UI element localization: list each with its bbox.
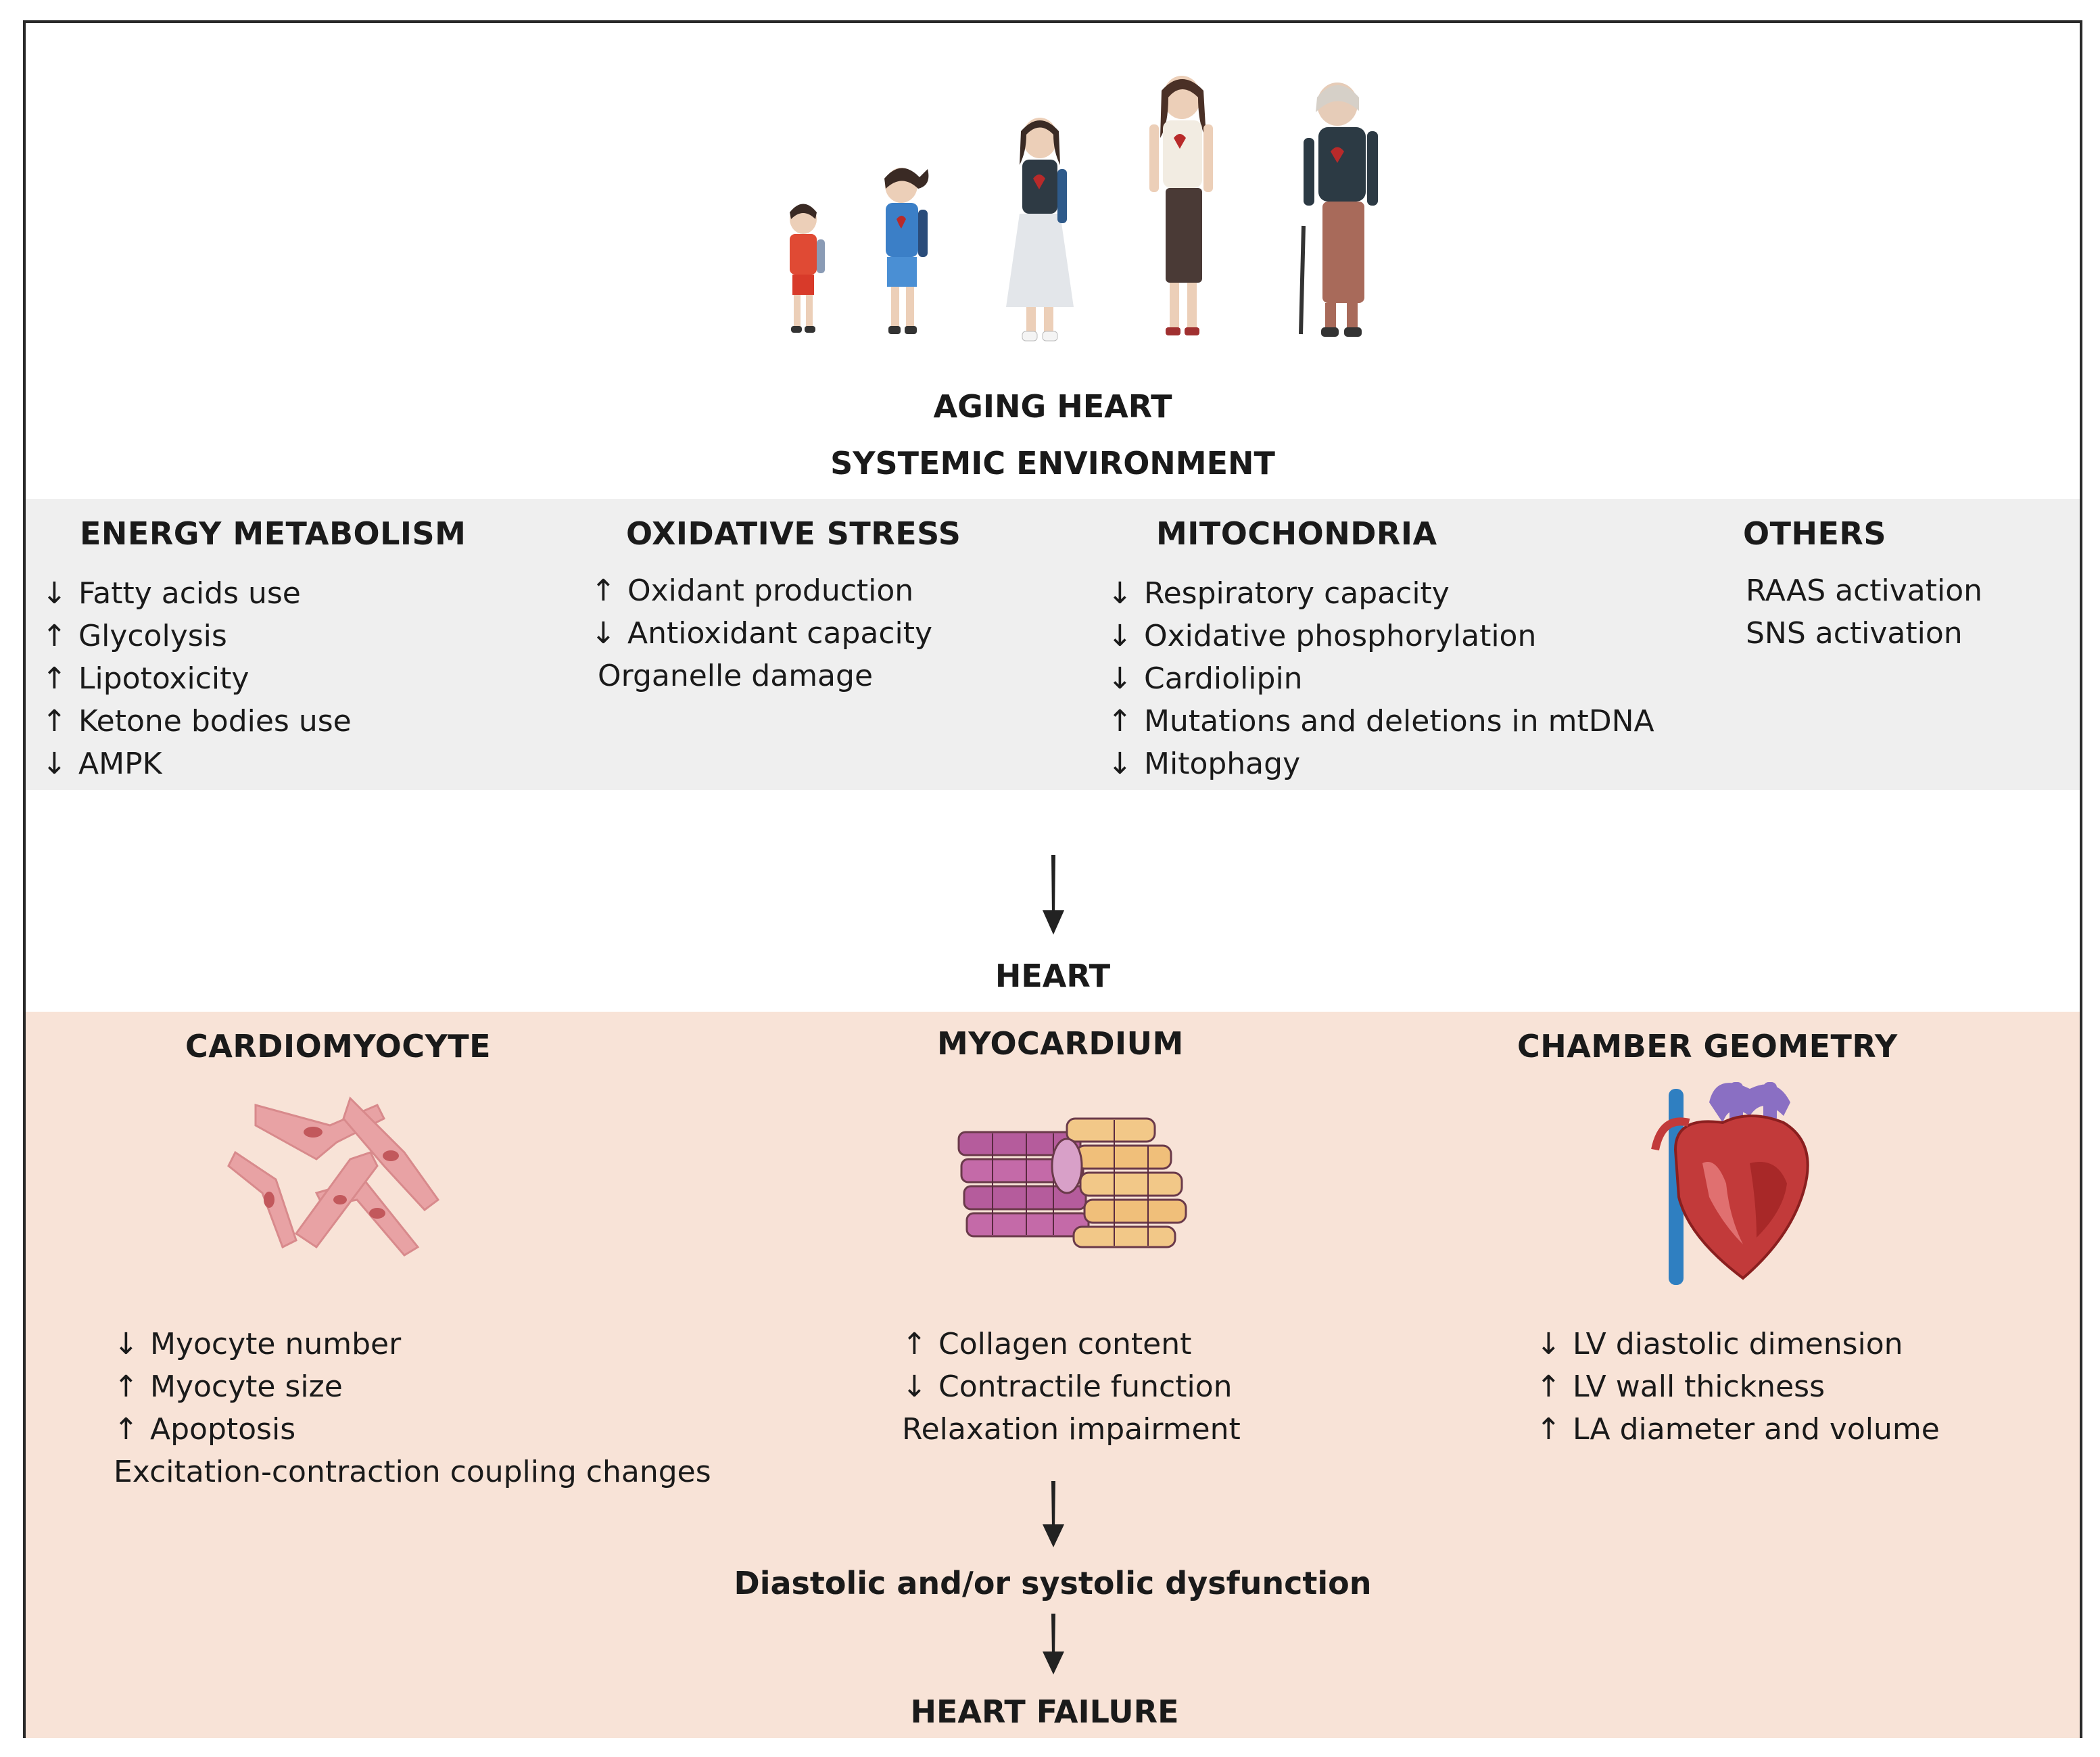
list-item: ↓Respiratory capacity (1107, 572, 1654, 615)
young-girl-figure-icon (884, 168, 929, 334)
oxidative-stress-list: ↑Oxidant production ↓Antioxidant capacit… (591, 569, 932, 697)
arrow-icon: ↓ (1107, 619, 1132, 653)
list-item: ↑Mutations and deletions in mtDNA (1107, 700, 1654, 743)
energy-metabolism-list: ↓Fatty acids use ↑Glycolysis ↑Lipotoxici… (42, 572, 352, 785)
systemic-environment-title: SYSTEMIC ENVIRONMENT (830, 445, 1275, 482)
list-item: ↑Myocyte size (114, 1365, 711, 1408)
child-figure-icon (790, 204, 825, 333)
arrow-icon: ↑ (1107, 704, 1132, 739)
down-arrow-icon (1040, 1614, 1067, 1681)
list-item: Organelle damage (598, 659, 874, 693)
myocardium-list: ↑Collagen content ↓Contractile function … (902, 1323, 1241, 1451)
list-item: ↓Fatty acids use (42, 572, 352, 615)
cardiomyocyte-heading: CARDIOMYOCYTE (185, 1028, 492, 1064)
arrow-icon: ↑ (114, 1369, 139, 1404)
others-list: RAAS activation SNS activation (1746, 569, 1982, 655)
list-item: ↑LA diameter and volume (1536, 1408, 1940, 1451)
arrow-icon: ↓ (1107, 661, 1132, 696)
arrow-icon: ↓ (1536, 1327, 1561, 1361)
down-arrow-icon (1040, 1481, 1067, 1549)
list-item: ↑Ketone bodies use (42, 700, 352, 743)
list-item: ↓Myocyte number (114, 1323, 711, 1365)
dysfunction-label: Diastolic and/or systolic dysfunction (734, 1565, 1372, 1601)
heart-title: HEART (995, 958, 1111, 994)
chamber-geometry-list: ↓LV diastolic dimension ↑LV wall thickne… (1536, 1323, 1940, 1451)
cardiomyocyte-list: ↓Myocyte number ↑Myocyte size ↑Apoptosis… (114, 1323, 711, 1493)
list-item: ↑Apoptosis (114, 1408, 711, 1451)
list-item: ↑Collagen content (902, 1323, 1241, 1365)
list-item: ↑Glycolysis (42, 615, 352, 657)
diagram-frame: AGING HEART SYSTEMIC ENVIRONMENT ENERGY … (23, 20, 2082, 1738)
systemic-environment-band (26, 499, 2080, 790)
arrow-icon: ↑ (1536, 1369, 1561, 1404)
arrow-icon: ↑ (1536, 1412, 1561, 1447)
list-item: ↓Antioxidant capacity (591, 612, 932, 655)
list-item: ↑LV wall thickness (1536, 1365, 1940, 1408)
list-item: RAAS activation (1746, 573, 1983, 608)
chamber-geometry-heading: CHAMBER GEOMETRY (1517, 1028, 1898, 1064)
arrow-icon: ↑ (591, 573, 616, 608)
arrow-icon: ↓ (42, 747, 67, 781)
heart-failure-label: HEART FAILURE (910, 1693, 1179, 1730)
oxidative-stress-heading: OXIDATIVE STRESS (626, 515, 961, 552)
list-item: ↑Oxidant production (591, 569, 932, 612)
arrow-icon: ↑ (114, 1412, 139, 1447)
arrow-icon: ↑ (42, 704, 67, 739)
myocardium-heading: MYOCARDIUM (937, 1025, 1184, 1062)
myocardium-fibers-icon (952, 1105, 1195, 1261)
arrow-icon: ↓ (591, 616, 616, 651)
arrow-icon: ↓ (1107, 747, 1132, 781)
mitochondria-list: ↓Respiratory capacity ↓Oxidative phospho… (1107, 572, 1654, 785)
teen-figure-icon (1006, 118, 1074, 342)
aging-people-illustration (736, 50, 1412, 388)
others-heading: OTHERS (1743, 515, 1886, 552)
list-item: SNS activation (1746, 616, 1963, 651)
list-item: Excitation-contraction coupling changes (114, 1455, 711, 1489)
arrow-icon: ↑ (902, 1327, 927, 1361)
list-item: ↓Oxidative phosphorylation (1107, 615, 1654, 657)
list-item: ↓Contractile function (902, 1365, 1241, 1408)
cardiomyocyte-cells-icon (215, 1078, 458, 1281)
arrow-icon: ↓ (42, 576, 67, 611)
aging-heart-title: AGING HEART (933, 388, 1172, 425)
elderly-woman-figure-icon (1299, 83, 1378, 337)
arrow-icon: ↓ (114, 1327, 139, 1361)
adult-woman-figure-icon (1149, 76, 1213, 335)
list-item: Relaxation impairment (902, 1412, 1241, 1447)
arrow-icon: ↑ (42, 619, 67, 653)
list-item: ↑Lipotoxicity (42, 657, 352, 700)
arrow-icon: ↓ (902, 1369, 927, 1404)
mitochondria-heading: MITOCHONDRIA (1156, 515, 1437, 552)
arrow-icon: ↓ (1107, 576, 1132, 611)
list-item: ↓Mitophagy (1107, 743, 1654, 785)
energy-metabolism-heading: ENERGY METABOLISM (80, 515, 467, 552)
heart-anatomy-icon (1648, 1075, 1824, 1292)
down-arrow-icon (1040, 855, 1067, 936)
list-item: ↓Cardiolipin (1107, 657, 1654, 700)
arrow-icon: ↑ (42, 661, 67, 696)
list-item: ↓LV diastolic dimension (1536, 1323, 1940, 1365)
list-item: ↓AMPK (42, 743, 352, 785)
